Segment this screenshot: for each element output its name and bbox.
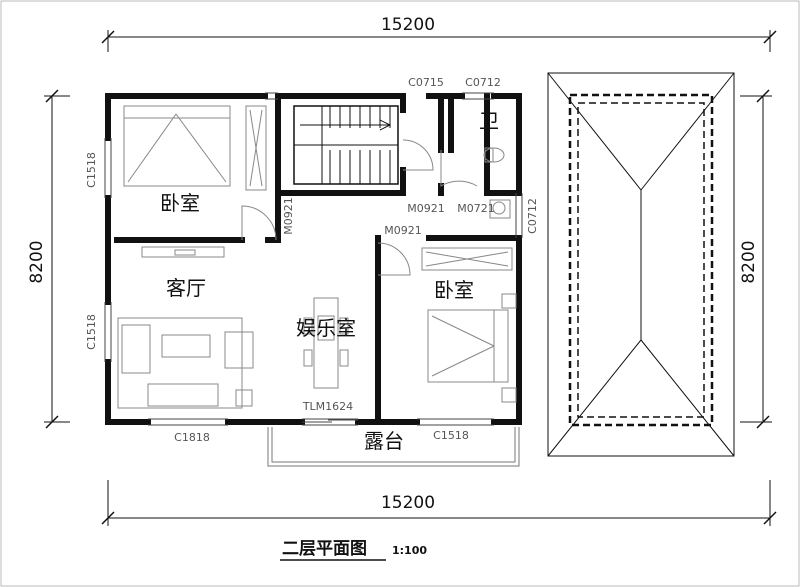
walls [105, 93, 522, 425]
code-window-top-1: C0715 [408, 76, 444, 89]
bedroom-2-furniture [421, 247, 517, 403]
living-room-furniture [117, 246, 254, 409]
code-window-left-2: C1518 [85, 314, 98, 350]
code-window-right: C0712 [526, 198, 539, 234]
code-door-4: M0721 [457, 202, 495, 215]
code-window-bottom-1: C1818 [174, 431, 210, 444]
drawing-scale: 1:100 [392, 544, 427, 557]
bedroom-1-furniture [123, 105, 267, 191]
room-label-bedroom-1: 卧室 [160, 191, 200, 215]
dining-table [303, 297, 349, 389]
code-door-1: M0921 [282, 197, 295, 235]
room-label-bathroom: 卫 [479, 109, 499, 133]
room-label-living-room: 客厅 [166, 276, 206, 300]
right-dimension-label: 8200 [739, 240, 759, 283]
terrace-railing [267, 427, 520, 467]
left-dimension-label: 8200 [27, 240, 47, 283]
room-label-entertainment-room: 娱乐室 [296, 316, 356, 340]
code-door-3: M0921 [384, 224, 422, 237]
drawing-title: 二层平面图 [282, 539, 367, 559]
code-window-left-1: C1518 [85, 152, 98, 188]
room-label-bedroom-2: 卧室 [434, 278, 474, 302]
code-door-2: M0921 [407, 202, 445, 215]
code-sliding-door: TLM1624 [302, 400, 353, 413]
dimension-lines [44, 30, 777, 526]
staircase [293, 105, 399, 185]
code-window-top-2: C0712 [465, 76, 501, 89]
windows [104, 92, 523, 426]
code-window-bottom-2: C1518 [433, 429, 469, 442]
roof-plan [547, 72, 735, 457]
top-dimension-label: 15200 [381, 15, 435, 35]
bathroom-fixtures [483, 147, 511, 219]
doors [241, 139, 478, 276]
bottom-dimension-label: 15200 [381, 493, 435, 513]
room-label-terrace: 露台 [364, 429, 404, 453]
